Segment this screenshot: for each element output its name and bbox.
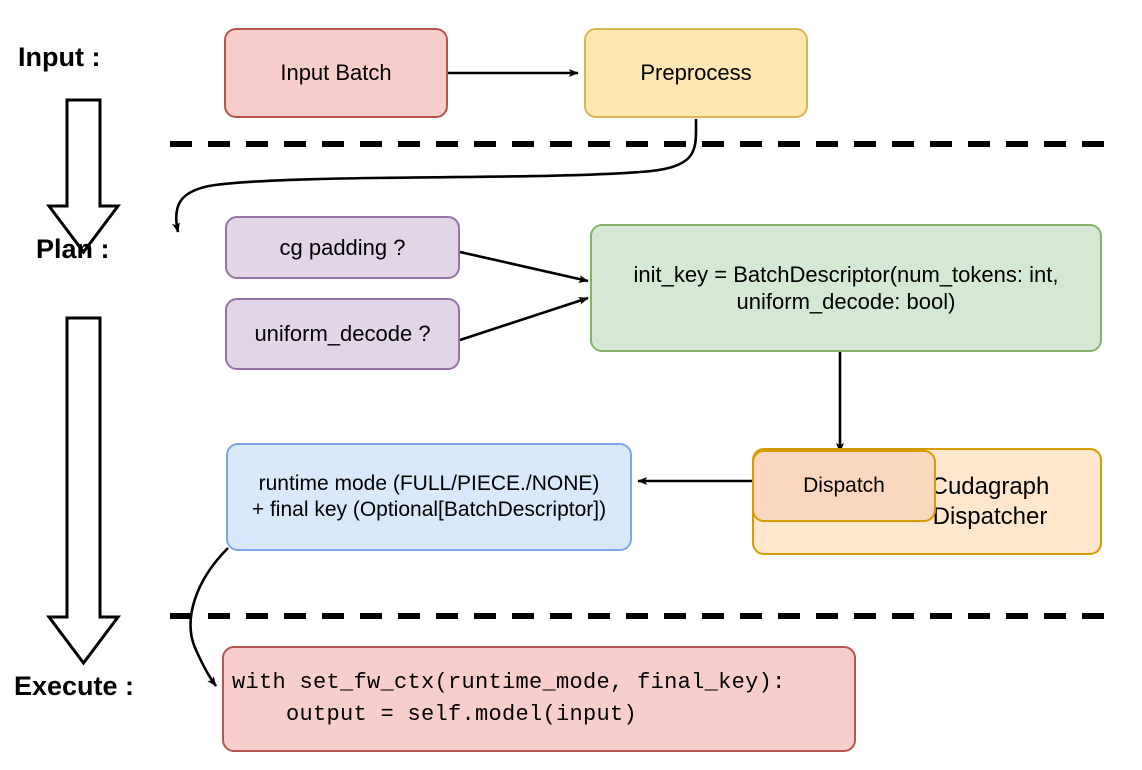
node-execute-code-label: with set_fw_ctx(runtime_mode, final_key)… bbox=[232, 670, 786, 727]
node-cg-padding-label: cg padding ? bbox=[279, 234, 406, 260]
node-runtime-mode-label: runtime mode (FULL/PIECE./NONE) + final … bbox=[251, 471, 607, 521]
node-runtime-mode[interactable]: runtime mode (FULL/PIECE./NONE) + final … bbox=[226, 443, 632, 551]
node-input-batch[interactable]: Input Batch bbox=[224, 28, 448, 118]
stage-label-execute: Execute : bbox=[14, 671, 135, 701]
node-preprocess[interactable]: Preprocess bbox=[584, 28, 808, 118]
node-cg-padding[interactable]: cg padding ? bbox=[225, 216, 460, 279]
plan-to-execute-block-arrow bbox=[46, 316, 121, 666]
node-init-key-label: init_key = BatchDescriptor(num_tokens: i… bbox=[633, 261, 1059, 315]
edge-runtime-mode-to-execute-code bbox=[189, 547, 229, 687]
node-input-batch-label: Input Batch bbox=[280, 60, 392, 86]
node-dispatch[interactable]: Dispatch bbox=[752, 450, 936, 522]
stage-label-input: Input : bbox=[18, 42, 101, 72]
input-to-plan-block-arrow bbox=[46, 98, 121, 255]
stage-label-plan: Plan : bbox=[36, 234, 110, 264]
node-uniform-decode[interactable]: uniform_decode ? bbox=[225, 298, 460, 370]
node-init-key[interactable]: init_key = BatchDescriptor(num_tokens: i… bbox=[590, 224, 1102, 352]
edge-preprocess-to-cg-padding bbox=[172, 118, 698, 233]
node-dispatch-label: Dispatch bbox=[803, 473, 885, 497]
node-execute-code[interactable]: with set_fw_ctx(runtime_mode, final_key)… bbox=[222, 646, 856, 752]
edge-uniform-decode-to-init-key bbox=[459, 296, 589, 342]
node-cudagraph-dispatcher-label: Cudagraph Dispatcher bbox=[930, 472, 1050, 530]
edge-cg-padding-to-init-key bbox=[459, 250, 589, 283]
node-preprocess-label: Preprocess bbox=[640, 60, 752, 86]
node-uniform-decode-label: uniform_decode ? bbox=[254, 321, 431, 347]
